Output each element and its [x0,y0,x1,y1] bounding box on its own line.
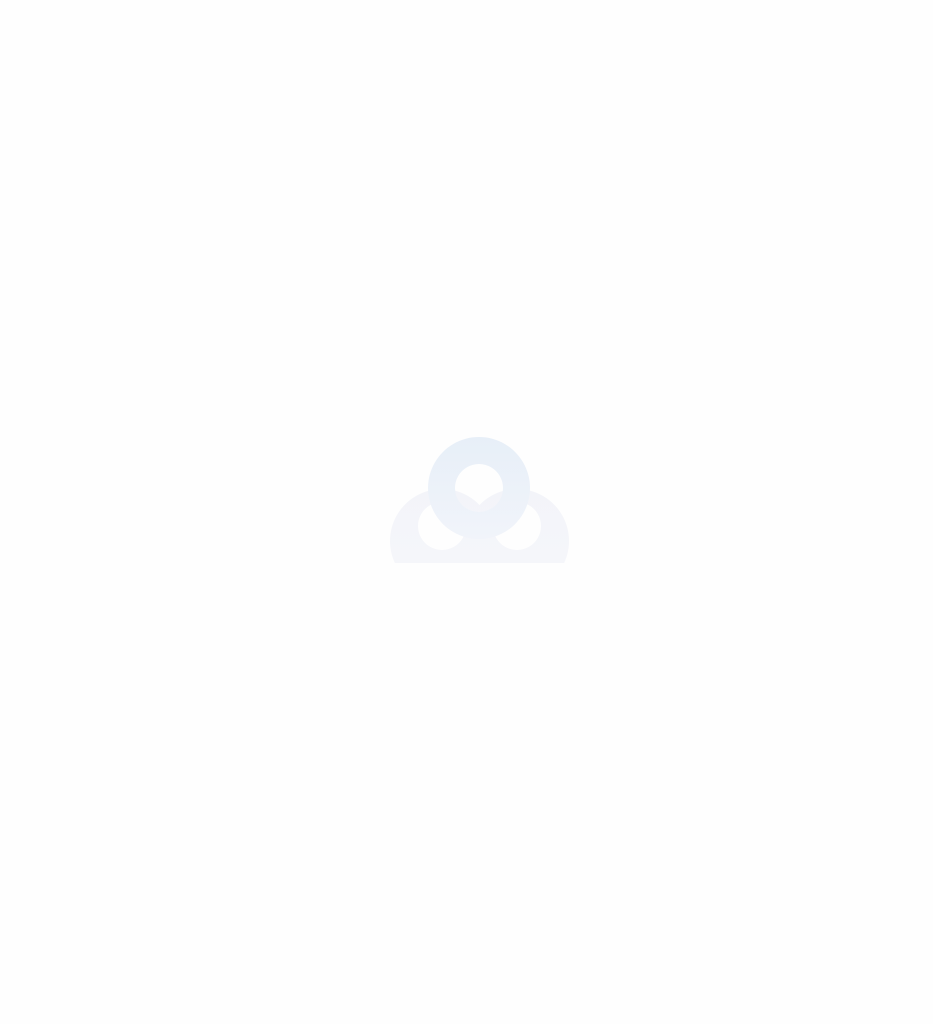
cloud-loader-icon [387,435,571,565]
top-ring [428,437,531,539]
right-ring [465,489,569,563]
